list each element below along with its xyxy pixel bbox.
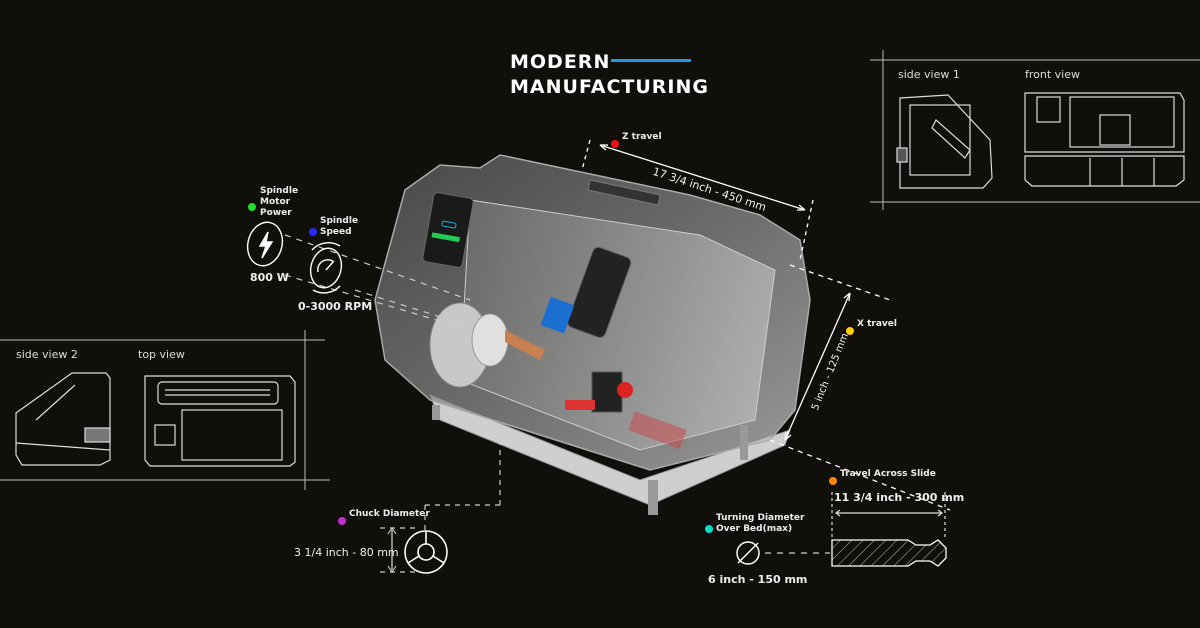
turning-diameter-label: Turning Diameter Over Bed(max) (716, 513, 805, 534)
spindle-power-label: Spindle Motor Power (260, 186, 299, 218)
travel-slide-dot (829, 470, 837, 489)
sketch-frame-bottom-left (0, 330, 330, 490)
speedometer-icon (309, 241, 343, 294)
spindle-speed-value: 0-3000 RPM (298, 300, 373, 313)
travel-slide-label: Travel Across Slide (840, 469, 936, 479)
top-view-drawing (144, 375, 296, 467)
x-travel-dot (846, 320, 854, 339)
front-view-label: front view (1025, 68, 1080, 81)
spindle-power-dot (248, 196, 256, 215)
side-view-2-label: side view 2 (16, 348, 78, 361)
title-line-1: MODERN (510, 51, 611, 73)
top-view-label: top view (138, 348, 185, 361)
side-view-1-label: side view 1 (898, 68, 960, 81)
sketch-frame-top-right (870, 50, 1200, 210)
z-travel-label: Z travel (622, 132, 662, 142)
title-line-2: MANUFACTURING (510, 76, 709, 98)
spindle-speed-label: Spindle Speed (320, 216, 359, 237)
turning-diameter-dot (705, 518, 713, 537)
chuck-guide-lines (380, 440, 501, 573)
z-travel-dot (611, 133, 619, 152)
side-view-1-drawing (896, 94, 993, 189)
title-accent-bar (611, 59, 691, 62)
side-view-2-drawing (15, 372, 111, 466)
travel-across-slide-dimension (831, 492, 946, 540)
chuck-icon (404, 530, 448, 574)
x-travel-label: X travel (857, 319, 897, 329)
chuck-diameter-value: 3 1/4 inch - 80 mm (294, 546, 399, 559)
spindle-speed-dot (309, 221, 317, 240)
z-travel-dimension (581, 139, 814, 261)
x-travel-dimension (769, 264, 951, 511)
diameter-icon (736, 541, 760, 565)
travel-slide-value: 11 3/4 inch - 300 mm (834, 491, 965, 504)
lathe-machine (374, 154, 811, 515)
lightning-icon (246, 221, 284, 267)
page-title: MODERN MANUFACTURING (510, 50, 709, 100)
spindle-power-value: 800 W (250, 271, 289, 284)
turning-diameter-value: 6 inch - 150 mm (708, 573, 808, 586)
chuck-diameter-dot (338, 510, 346, 529)
spindle-guide-lines (284, 234, 471, 331)
workpiece-drawing (831, 539, 947, 567)
front-view-drawing (1024, 92, 1185, 187)
chuck-diameter-label: Chuck Diameter (349, 509, 430, 519)
